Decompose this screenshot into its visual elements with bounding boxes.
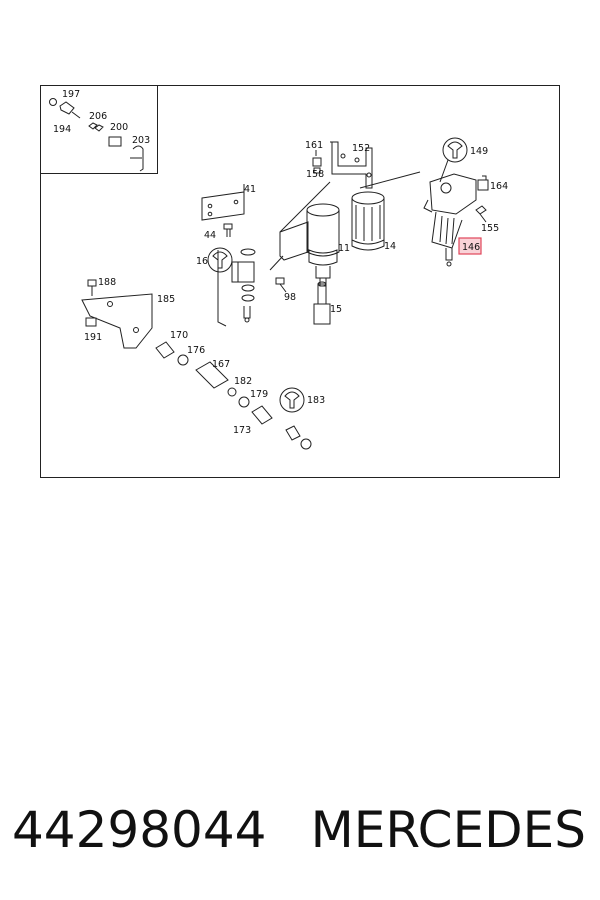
callout-161: 161 — [305, 140, 323, 151]
screw-98 — [275, 277, 287, 293]
callout-16: 16 — [196, 256, 208, 267]
callout-194: 194 — [53, 124, 71, 135]
rod-15 — [313, 281, 331, 325]
callout-164: 164 — [490, 181, 508, 192]
parts-diagram: 197 206 194 200 203 161 152 158 149 164 … — [40, 85, 560, 478]
wrench-icon — [207, 247, 233, 273]
bracket-152 — [330, 141, 373, 189]
wrench-icon — [442, 137, 468, 163]
screw-155 — [475, 205, 487, 223]
callout-44: 44 — [204, 230, 216, 241]
nut-161 — [312, 157, 322, 174]
callout-15: 15 — [330, 304, 342, 315]
callout-11: 11 — [338, 243, 350, 254]
callout-158: 158 — [306, 169, 324, 180]
callout-197: 197 — [62, 89, 80, 100]
callout-146: 146 — [462, 242, 480, 253]
callout-188: 188 — [98, 277, 116, 288]
caption: 44298044 MERCEDES — [0, 790, 600, 870]
callout-14: 14 — [384, 241, 396, 252]
callout-155: 155 — [481, 223, 499, 234]
fitting-164 — [477, 175, 489, 191]
wrench-icon — [279, 387, 305, 413]
callout-191: 191 — [84, 332, 102, 343]
highlight-box-146 — [458, 237, 482, 255]
cartridge-14 — [351, 191, 385, 251]
fitting-chain — [155, 341, 312, 450]
callout-200: 200 — [110, 122, 128, 133]
callout-149: 149 — [470, 146, 488, 157]
solenoid-16 — [217, 248, 256, 327]
callout-179: 179 — [250, 389, 268, 400]
callout-173: 173 — [233, 425, 251, 436]
callout-206: 206 — [89, 111, 107, 122]
screw-44 — [223, 223, 233, 237]
callout-176: 176 — [187, 345, 205, 356]
dryer-11 — [279, 203, 340, 287]
diagram-frame — [40, 85, 560, 478]
callout-170: 170 — [170, 330, 188, 341]
bracket-41 — [201, 191, 245, 221]
callout-183: 183 — [307, 395, 325, 406]
callout-203: 203 — [132, 135, 150, 146]
valve-146 — [423, 173, 477, 267]
inset-parts — [49, 98, 144, 172]
callout-182: 182 — [234, 376, 252, 387]
brand-name: MERCEDES — [310, 801, 586, 859]
callout-185: 185 — [157, 294, 175, 305]
callout-41: 41 — [244, 184, 256, 195]
callout-98: 98 — [284, 292, 296, 303]
callout-167: 167 — [212, 359, 230, 370]
inset-frame — [40, 85, 158, 174]
callout-152: 152 — [352, 143, 370, 154]
bracket-185 — [81, 279, 153, 349]
part-number: 44298044 — [12, 801, 267, 859]
